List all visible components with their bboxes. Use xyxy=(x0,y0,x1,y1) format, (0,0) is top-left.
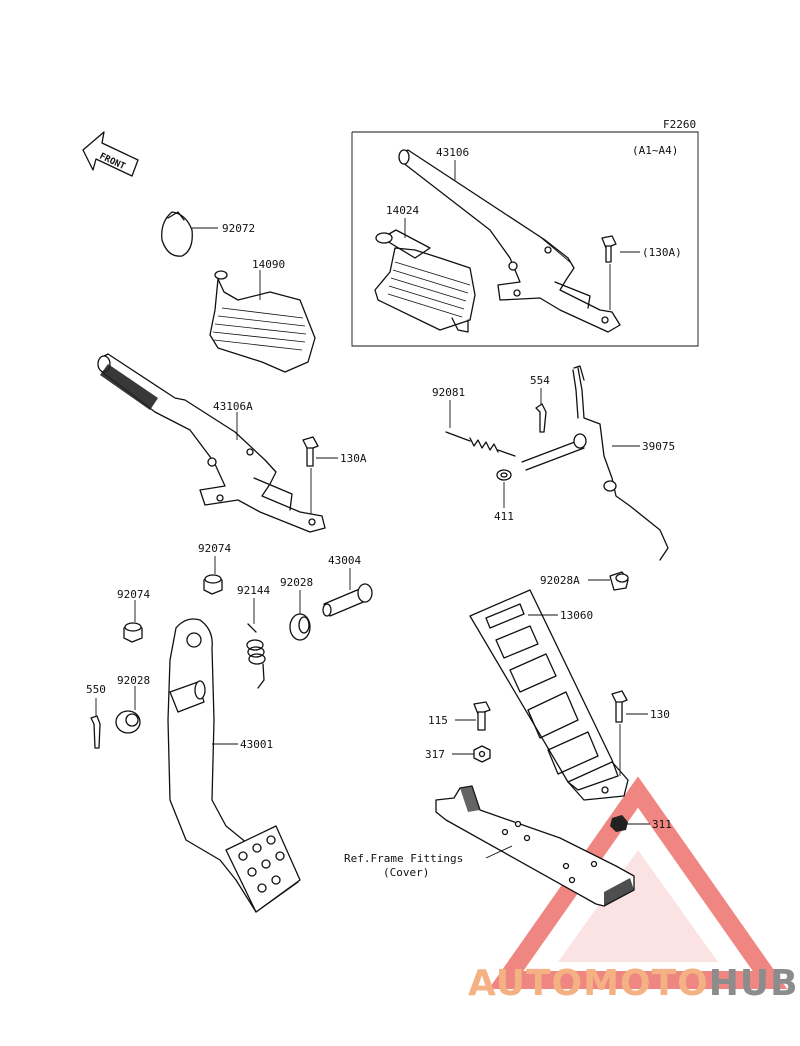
callout-ref-cover: (Cover) xyxy=(383,866,429,879)
callout-13060: 13060 xyxy=(560,609,593,622)
brake-pedal-43001 xyxy=(167,618,301,913)
callout-130A-inset: (130A) xyxy=(642,246,682,259)
washer-411 xyxy=(496,469,512,481)
callout-550: 550 xyxy=(86,683,106,696)
callout-411: 411 xyxy=(494,510,514,523)
callout-92074-top: 92074 xyxy=(198,542,231,555)
watermark-part1: AUTOMOTO xyxy=(468,963,709,1004)
callout-92072: 92072 xyxy=(222,222,255,235)
cotter-pin-550 xyxy=(90,715,101,749)
callout-130: 130 xyxy=(650,708,670,721)
watermark-logo-icon xyxy=(488,776,788,989)
callout-92074-left: 92074 xyxy=(117,588,150,601)
callout-ref-frame-fittings: Ref.Frame Fittings xyxy=(344,852,463,865)
boot-14090 xyxy=(209,270,316,373)
brake-rod-39075 xyxy=(521,365,669,561)
spring-92144 xyxy=(246,623,266,689)
callout-92081: 92081 xyxy=(432,386,465,399)
clamp-92072 xyxy=(161,211,193,257)
lever-boot-inset xyxy=(374,229,476,333)
callout-14090: 14090 xyxy=(252,258,285,271)
parking-lever-inset xyxy=(398,149,621,333)
page-code: F2260 xyxy=(663,118,696,131)
inset-note: (A1~A4) xyxy=(632,144,678,157)
nut-317 xyxy=(473,745,491,763)
nut-311 xyxy=(610,815,628,832)
bushing-92028-top xyxy=(289,613,311,641)
callout-92144: 92144 xyxy=(237,584,270,597)
watermark-part2: HUB xyxy=(709,963,799,1004)
frame-bracket xyxy=(435,785,635,907)
parking-lever-43106A xyxy=(97,353,326,533)
callout-14024: 14024 xyxy=(386,204,419,217)
bolt-115 xyxy=(473,701,491,731)
cotter-pin-554 xyxy=(535,403,547,433)
callout-130A: 130A xyxy=(340,452,367,465)
leader-lines xyxy=(95,160,650,859)
callout-115: 115 xyxy=(428,714,448,727)
callout-92028-left: 92028 xyxy=(117,674,150,687)
spring-92081 xyxy=(445,431,516,457)
bushing-92074-top xyxy=(203,574,223,595)
callout-92028-top: 92028 xyxy=(280,576,313,589)
bolt-130A-inset xyxy=(601,235,617,310)
shaft-43004 xyxy=(322,583,373,617)
callout-43106A: 43106A xyxy=(213,400,253,413)
callout-317: 317 xyxy=(425,748,445,761)
callout-43106: 43106 xyxy=(436,146,469,159)
bolt-130 xyxy=(611,690,628,776)
bushing-92028A xyxy=(609,571,629,591)
callout-92028A: 92028A xyxy=(540,574,580,587)
pedal-plate-13060 xyxy=(469,589,629,801)
callout-39075: 39075 xyxy=(642,440,675,453)
callout-311: 311 xyxy=(652,818,672,831)
inset-frame xyxy=(351,131,699,347)
front-arrow-icon: FRONT xyxy=(82,131,139,177)
callout-43001: 43001 xyxy=(240,738,273,751)
bushing-92028-left xyxy=(115,710,141,734)
bolt-130A xyxy=(302,436,319,514)
bushing-92074-left xyxy=(123,622,143,643)
callout-554: 554 xyxy=(530,374,550,387)
watermark-text: AUTOMOTOHUB xyxy=(468,963,799,1004)
callout-43004: 43004 xyxy=(328,554,361,567)
